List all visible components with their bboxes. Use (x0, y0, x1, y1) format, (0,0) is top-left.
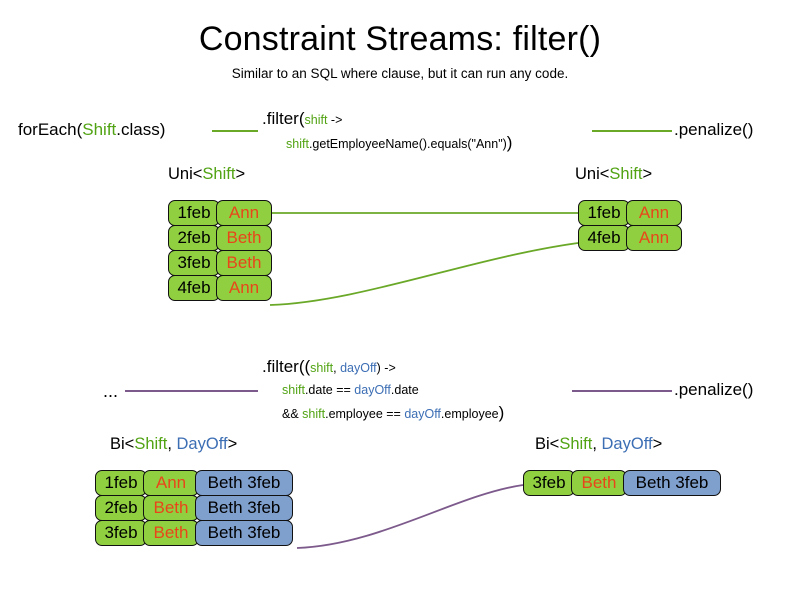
bi-filter-param1: shift (310, 361, 334, 375)
tuple-cell-date: 4feb (578, 225, 630, 251)
uni-in-suffix: > (235, 165, 246, 183)
bi-source-ellipsis: ... (103, 381, 119, 401)
foreach-suffix: .class) (116, 120, 166, 139)
bi-line2-mid: .date == (304, 383, 355, 397)
bi-line2-var1: shift (282, 383, 305, 397)
uni-filter-expression: .filter(shift -> shift.getEmployeeName()… (262, 109, 512, 154)
bi-filter-arrow: ) -> (376, 361, 396, 375)
uni-filter-param: shift (304, 113, 328, 127)
bi-filter-close: ) (498, 403, 505, 422)
uni-in-type: Shift (202, 165, 236, 183)
tuple-cell-name: Ann (626, 200, 682, 226)
bi-out-comma: , (592, 435, 602, 453)
bi-filter-line3: && shift.employee == dayOff.employee) (282, 403, 504, 424)
tuple-cell-date: 2feb (95, 495, 147, 521)
uni-input-type-label: Uni<Shift> (168, 165, 245, 184)
tuple-cell-date: 3feb (523, 470, 575, 496)
tuple-cell-pair: Beth 3feb (623, 470, 721, 496)
tuple-cell-name: Beth (216, 250, 272, 276)
bi-line2-end: .date (390, 383, 419, 397)
bi-out-prefix: Bi< (535, 435, 560, 453)
uni-out-suffix: > (642, 165, 653, 183)
bi-input-type-label: Bi<Shift, DayOff> (110, 435, 237, 454)
uni-penalize-label: .penalize() (674, 120, 754, 139)
tuple-cell-name: Ann (143, 470, 199, 496)
uni-filter-line1: .filter(shift -> (262, 109, 512, 130)
uni-filter-close: ) (506, 133, 513, 152)
bi-filter-head: .filter(( (262, 357, 311, 376)
bi-output-type-label: Bi<Shift, DayOff> (535, 435, 662, 454)
tuple-cell-name: Ann (626, 225, 682, 251)
uni-filter-body-rest: .getEmployeeName().equals("Ann") (308, 137, 507, 151)
uni-filter-body-var: shift (286, 137, 309, 151)
uni-filter-arrow: -> (327, 113, 343, 127)
bi-out-type1: Shift (559, 435, 593, 453)
uni-filter-head: .filter( (262, 109, 305, 128)
tuple-cell-pair: Beth 3feb (195, 470, 293, 496)
bi-in-prefix: Bi< (110, 435, 135, 453)
bi-line3-mid: .employee == (325, 407, 405, 421)
bi-line3-var1: shift (302, 407, 326, 421)
uni-output-type-label: Uni<Shift> (575, 165, 652, 184)
bi-filter-comma: , (333, 361, 341, 375)
wire-bi-row3 (296, 484, 524, 549)
tuple-cell-name: Beth (216, 225, 272, 251)
uni-out-prefix: Uni< (575, 165, 610, 183)
tuple-cell-date: 3feb (168, 250, 220, 276)
bi-in-type2: DayOff (176, 435, 228, 453)
foreach-prefix: forEach( (18, 120, 83, 139)
tuple-cell-name: Beth (143, 495, 199, 521)
uni-filter-line2: shift.getEmployeeName().equals("Ann")) (286, 133, 512, 154)
tuple-cell-date: 1feb (95, 470, 147, 496)
foreach-type: Shift (82, 120, 117, 139)
bi-filter-param2: dayOff (340, 361, 377, 375)
bi-filter-expression: .filter((shift, dayOff) -> shift.date ==… (262, 357, 504, 424)
bi-line3-and: && (282, 407, 303, 421)
bi-line3-var2: dayOff (404, 407, 441, 421)
page-subtitle: Similar to an SQL where clause, but it c… (231, 66, 569, 81)
tuple-cell-pair: Beth 3feb (195, 495, 293, 521)
bi-filter-line1: .filter((shift, dayOff) -> (262, 357, 504, 378)
bi-line2-var2: dayOff (354, 383, 391, 397)
bi-out-type2: DayOff (601, 435, 653, 453)
bi-line3-end: .employee (440, 407, 499, 421)
bi-in-suffix: > (227, 435, 238, 453)
bi-in-comma: , (167, 435, 177, 453)
uni-in-prefix: Uni< (168, 165, 203, 183)
page-title: Constraint Streams: filter() (198, 20, 602, 58)
foreach-expression: forEach(Shift.class) (18, 120, 165, 140)
bi-penalize-label: .penalize() (674, 380, 754, 399)
bi-in-type1: Shift (134, 435, 168, 453)
bi-filter-line2: shift.date == dayOff.date (282, 381, 504, 400)
tuple-cell-name: Ann (216, 200, 272, 226)
tuple-cell-pair: Beth 3feb (195, 520, 293, 546)
uni-out-type: Shift (609, 165, 643, 183)
tuple-cell-name: Beth (571, 470, 627, 496)
tuple-cell-date: 1feb (168, 200, 220, 226)
wire-uni-row4 (269, 242, 579, 306)
tuple-cell-name: Ann (216, 275, 272, 301)
tuple-cell-name: Beth (143, 520, 199, 546)
tuple-cell-date: 2feb (168, 225, 220, 251)
tuple-cell-date: 4feb (168, 275, 220, 301)
tuple-cell-date: 3feb (95, 520, 147, 546)
bi-out-suffix: > (652, 435, 663, 453)
tuple-cell-date: 1feb (578, 200, 630, 226)
